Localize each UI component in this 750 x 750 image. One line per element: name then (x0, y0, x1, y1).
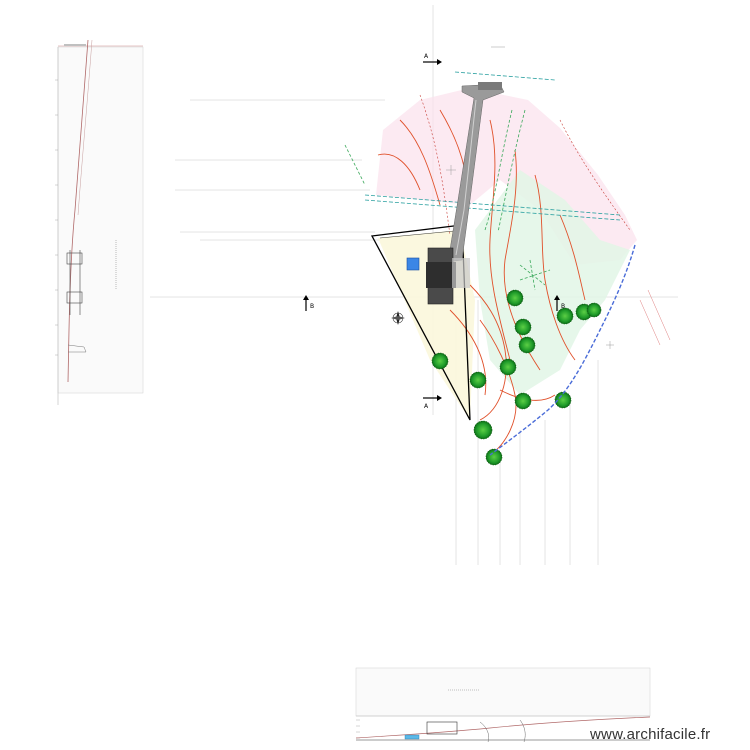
tree-icon (586, 302, 602, 318)
survey-markers (446, 46, 614, 349)
parcel-outline (370, 224, 471, 421)
trees (431, 289, 602, 466)
teal-lines (364, 71, 621, 221)
pool (406, 257, 420, 271)
svg-text:A: A (424, 53, 429, 60)
tree-icon (556, 307, 574, 325)
tree-icon (514, 318, 532, 336)
tree-icon (473, 420, 493, 440)
tree-icon (554, 391, 572, 409)
tree-icon (485, 448, 503, 466)
zone-green-east (475, 170, 630, 395)
tree-icon (518, 336, 536, 354)
svg-text:A: A (424, 403, 429, 410)
boundary-line (489, 244, 636, 456)
svg-text:B: B (561, 303, 565, 310)
watermark-text: www.archifacile.fr (590, 726, 711, 743)
compass-icon (391, 311, 405, 325)
tree-icon (431, 352, 449, 370)
tree-icon (514, 392, 532, 410)
bottom-section-panel (355, 667, 651, 743)
section-marker-b-right: B (554, 295, 565, 311)
tree-icon (469, 371, 487, 389)
svg-text:B: B (310, 303, 314, 310)
section-marker-b-left: B (303, 295, 314, 311)
tree-icon (506, 289, 524, 307)
left-section-panel (55, 39, 144, 405)
section-marker-a-top: A (423, 53, 442, 65)
tree-icon (499, 358, 517, 376)
green-lines (344, 109, 551, 291)
house (406, 247, 470, 305)
section-marker-a-bottom: A (423, 395, 442, 410)
